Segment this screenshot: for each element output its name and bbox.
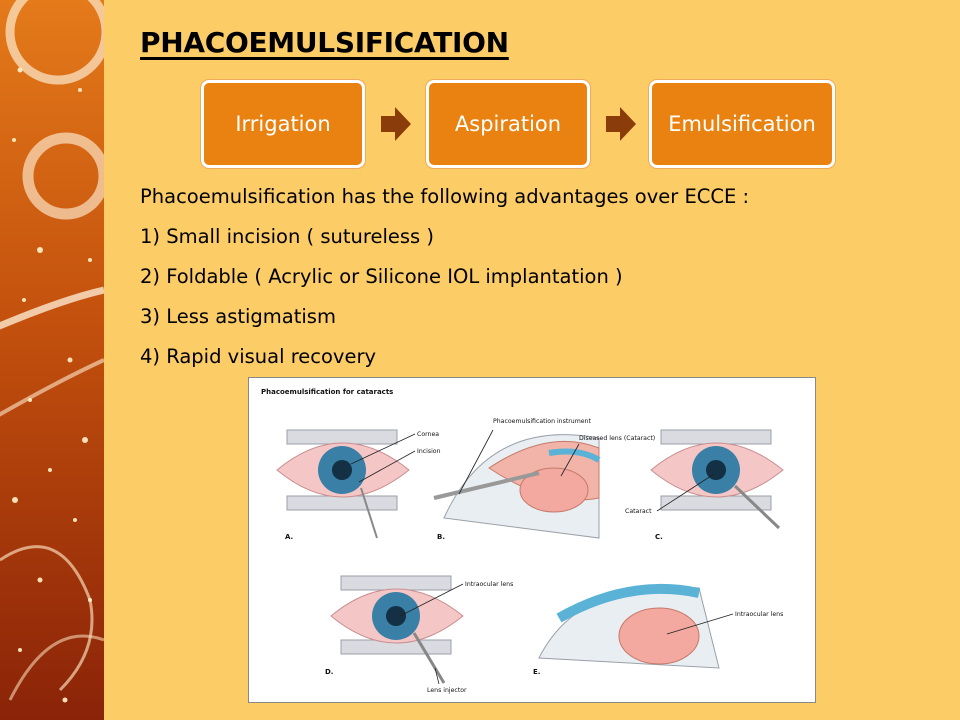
decorative-side-panel [0,0,104,720]
advantage-item: 2) Foldable ( Acrylic or Silicone IOL im… [140,265,623,288]
panel-label-c: C. [655,533,663,541]
eye-cross-section-b [433,434,601,539]
label-incision: Incision [417,448,441,455]
arrow-right-icon [606,107,636,141]
process-step-aspiration: Aspiration [426,80,590,168]
intro-text: Phacoemulsification has the following ad… [140,185,750,208]
label-intraocular-lens: Intraocular lens [735,611,783,618]
process-step-irrigation: Irrigation [201,80,365,168]
label-cornea: Cornea [417,431,439,438]
label-cataract: Cataract [625,508,652,515]
advantage-item: 3) Less astigmatism [140,305,336,328]
eye-illustration-c [650,429,784,530]
label-lens-injector: Lens injector [427,687,467,694]
label-diseased-lens: Diseased lens (Cataract) [579,435,655,442]
phaco-illustration: Phacoemulsification for cataracts [248,377,816,703]
process-step-emulsification: Emulsification [649,80,835,168]
eye-illustration-d [330,575,464,684]
figure-title: Phacoemulsification for cataracts [261,388,393,396]
panel-label-b: B. [437,533,445,541]
label-intraocular-lens: Intraocular lens [465,581,513,588]
panel-label-a: A. [285,533,293,541]
panel-label-e: E. [533,668,540,676]
panel-label-d: D. [325,668,333,676]
label-phaco-instrument: Phacoemulsification instrument [493,418,591,425]
eye-cross-section-e [538,583,720,669]
slide-title: PHACOEMULSIFICATION [140,26,509,59]
advantage-item: 1) Small incision ( sutureless ) [140,225,435,248]
arrow-right-icon [381,107,411,141]
eye-illustration-a [276,429,410,539]
advantage-item: 4) Rapid visual recovery [140,345,377,368]
